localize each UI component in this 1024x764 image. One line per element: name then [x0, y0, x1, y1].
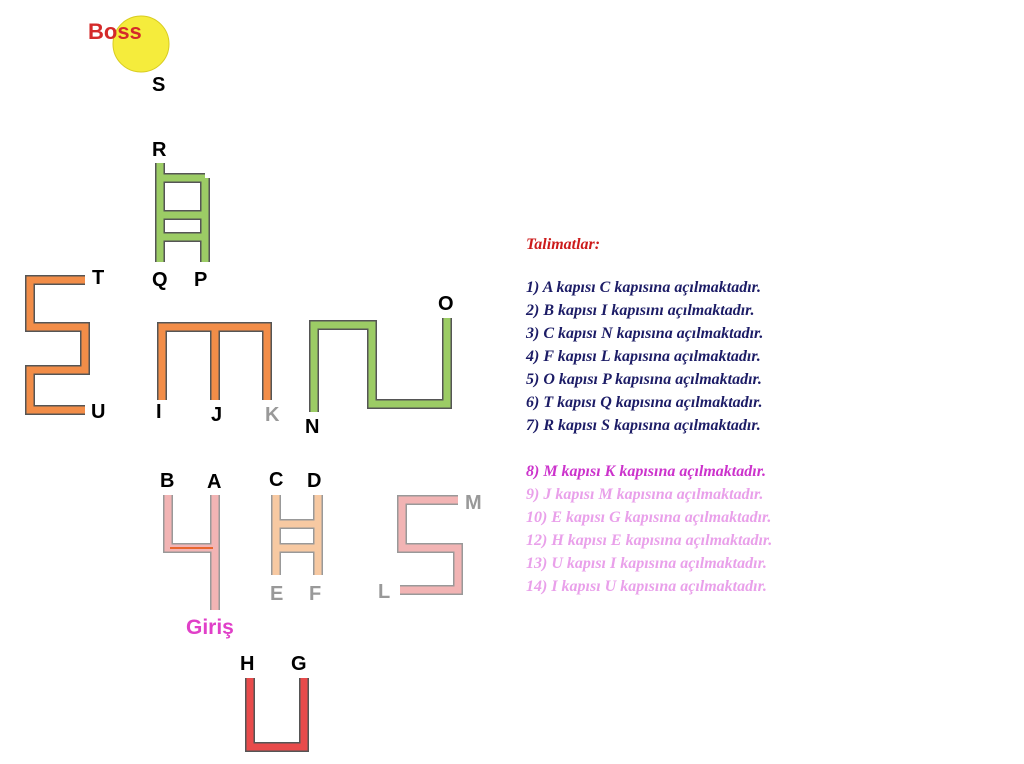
door-label-c: C: [269, 469, 283, 491]
instruction-item: 9) J kapısı M kapısına açılmaktadır.: [526, 486, 764, 503]
instructions-group-2: 8) M kapısı K kapısına açılmaktadır. 9) …: [526, 460, 1006, 598]
instruction-item: 13) U kapısı I kapısına açılmaktadır.: [526, 555, 767, 572]
door-label-g: G: [291, 653, 307, 675]
door-label-r: R: [152, 139, 167, 161]
instruction-item: 14) I kapısı U kapısına açılmaktadır.: [526, 578, 767, 595]
door-label-d: D: [307, 470, 321, 492]
door-label-q: Q: [152, 269, 168, 291]
instruction-item: 5) O kapısı P kapısına açılmaktadır.: [526, 371, 762, 388]
instruction-item: 7) R kapısı S kapısına açılmaktadır.: [526, 417, 761, 434]
door-label-b: B: [160, 470, 174, 492]
door-label-e: E: [270, 583, 283, 605]
door-label-s: S: [152, 74, 165, 96]
door-label-n: N: [305, 416, 319, 438]
door-label-o: O: [438, 293, 454, 315]
instruction-item: 8) M kapısı K kapısına açılmaktadır.: [526, 463, 767, 480]
door-label-i: I: [156, 401, 162, 423]
instructions-panel: Talimatlar: 1) A kapısı C kapısına açılm…: [526, 234, 1006, 598]
instruction-item: 4) F kapısı L kapısına açılmaktadır.: [526, 348, 761, 365]
door-label-j: J: [211, 404, 222, 426]
peach-h-piece: [271, 495, 323, 575]
door-label-t: T: [92, 267, 104, 289]
instruction-item: 6) T kapısı Q kapısına açılmaktadır.: [526, 394, 763, 411]
door-label-u: U: [91, 401, 105, 423]
door-label-m: M: [465, 492, 482, 514]
instruction-item: 10) E kapısı G kapısına açılmaktadır.: [526, 509, 772, 526]
orange-m-piece: [157, 322, 272, 400]
boss-sun-icon: [112, 15, 170, 73]
door-label-a: A: [207, 471, 221, 493]
instruction-item: 2) B kapısı I kapısını açılmaktadır.: [526, 302, 755, 319]
door-label-l: L: [378, 581, 390, 603]
boss-label: Boss: [88, 19, 142, 44]
green-ladder-piece: [155, 163, 210, 262]
door-label-f: F: [309, 583, 321, 605]
instruction-item: 12) H kapısı E kapısına açılmaktadır.: [526, 532, 773, 549]
instructions-title: Talimatlar:: [526, 236, 601, 253]
instructions-group-1: 1) A kapısı C kapısına açılmaktadır. 2) …: [526, 276, 1006, 437]
door-label-k: K: [265, 404, 280, 426]
orange-s-piece: [25, 275, 90, 415]
green-n-piece: [309, 318, 452, 412]
instruction-item: 1) A kapısı C kapısına açılmaktadır.: [526, 279, 761, 296]
pink-four-piece: [163, 495, 220, 610]
instruction-item: 3) C kapısı N kapısına açılmaktadır.: [526, 325, 764, 342]
door-labels: S R Q P T U I J K O N B A C D M E F L H …: [91, 74, 482, 675]
door-label-h: H: [240, 653, 254, 675]
red-u-piece: [245, 678, 309, 752]
entry-label: Giriş: [186, 616, 234, 639]
pink-s-piece: [397, 495, 463, 595]
door-label-p: P: [194, 269, 207, 291]
